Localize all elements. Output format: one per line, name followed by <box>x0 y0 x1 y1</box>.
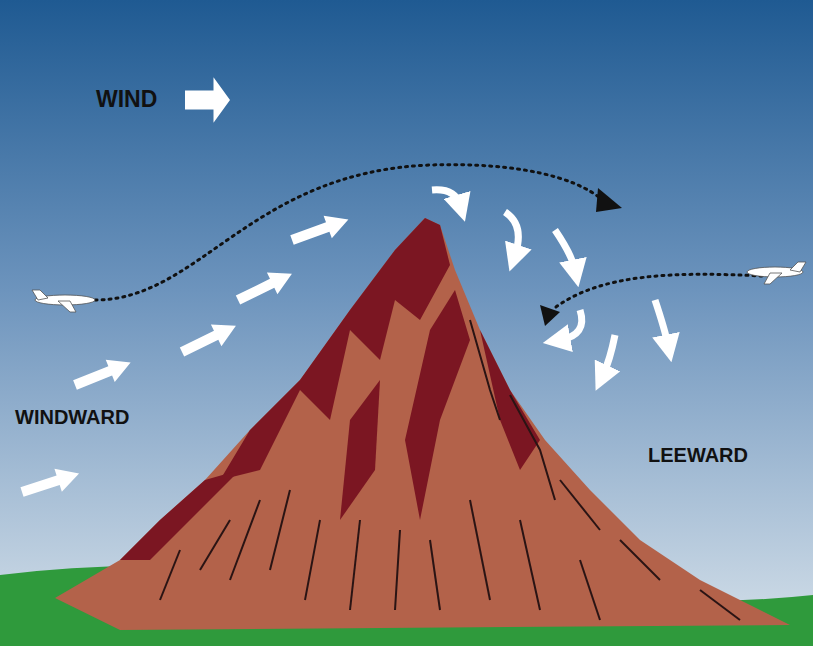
rock-lines <box>160 320 740 620</box>
airplane <box>32 290 95 312</box>
mountain <box>55 218 790 630</box>
wind-label: WIND <box>96 86 157 113</box>
airplane <box>747 262 806 284</box>
mountain-shading <box>120 218 540 560</box>
wind-arrows-leeward <box>432 190 668 375</box>
path-arrowheads <box>540 188 622 326</box>
flight-paths <box>95 165 762 310</box>
wind-arrows-windward <box>18 77 352 503</box>
side-label: WINDWARD <box>15 406 129 429</box>
side-label: LEEWARD <box>648 444 748 467</box>
